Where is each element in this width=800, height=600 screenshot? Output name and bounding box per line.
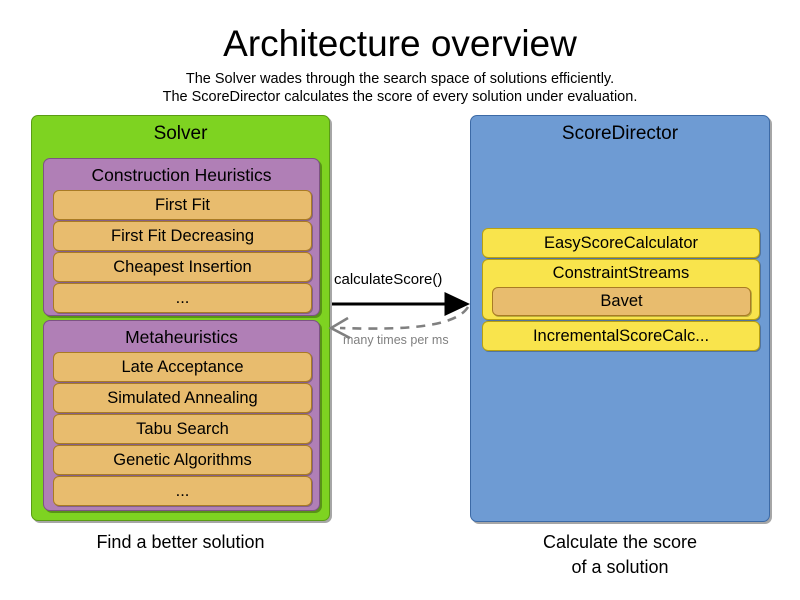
list-item[interactable]: Tabu Search: [53, 414, 312, 444]
construction-heuristics-item-list: First Fit First Fit Decreasing Cheapest …: [53, 190, 312, 314]
list-item[interactable]: Simulated Annealing: [53, 383, 312, 413]
page-subtitle-line-2: The ScoreDirector calculates the score o…: [162, 89, 638, 105]
list-item[interactable]: ...: [53, 476, 312, 506]
page-subtitle-line-1: The Solver wades through the search spac…: [185, 71, 615, 87]
scoredirector-panel: ScoreDirector EasyScoreCalculator Constr…: [470, 115, 770, 522]
construction-heuristics-group: Construction Heuristics First Fit First …: [43, 158, 320, 316]
many-times-per-ms-arrow: [339, 306, 470, 330]
many-times-per-ms-label: many times per ms: [343, 333, 449, 347]
list-item[interactable]: ConstraintStreams Bavet: [482, 259, 760, 320]
solver-panel: Solver Construction Heuristics First Fit…: [31, 115, 330, 521]
list-item[interactable]: Cheapest Insertion: [53, 252, 312, 282]
solver-panel-title: Solver: [153, 123, 208, 144]
metaheuristics-group: Metaheuristics Late Acceptance Simulated…: [43, 320, 320, 511]
scoredirector-caption-line-1: Calculate the score: [542, 532, 698, 552]
list-item[interactable]: First Fit: [53, 190, 312, 220]
metaheuristics-item-list: Late Acceptance Simulated Annealing Tabu…: [53, 352, 312, 507]
scoredirector-caption: Calculate the score of a solution: [470, 530, 770, 580]
scoredirector-panel-title: ScoreDirector: [561, 123, 679, 144]
solver-caption: Find a better solution: [31, 530, 330, 555]
scoredirector-caption-line-2: of a solution: [571, 557, 669, 577]
list-item[interactable]: First Fit Decreasing: [53, 221, 312, 251]
nested-list-item[interactable]: Bavet: [492, 287, 751, 316]
list-item-label: ConstraintStreams: [552, 264, 690, 282]
metaheuristics-title: Metaheuristics: [125, 327, 238, 347]
list-item[interactable]: Late Acceptance: [53, 352, 312, 382]
construction-heuristics-title: Construction Heuristics: [91, 165, 272, 185]
page-header: Architecture overview The Solver wades t…: [0, 22, 800, 106]
page-title: Architecture overview: [223, 23, 577, 64]
solver-caption-line-1: Find a better solution: [96, 532, 265, 552]
calculate-score-label: calculateScore(): [334, 271, 443, 288]
list-item[interactable]: IncrementalScoreCalc...: [482, 321, 760, 351]
list-item[interactable]: ...: [53, 283, 312, 313]
list-item[interactable]: Genetic Algorithms: [53, 445, 312, 475]
list-item[interactable]: EasyScoreCalculator: [482, 228, 760, 258]
score-calculator-list: EasyScoreCalculator ConstraintStreams Ba…: [482, 228, 760, 352]
